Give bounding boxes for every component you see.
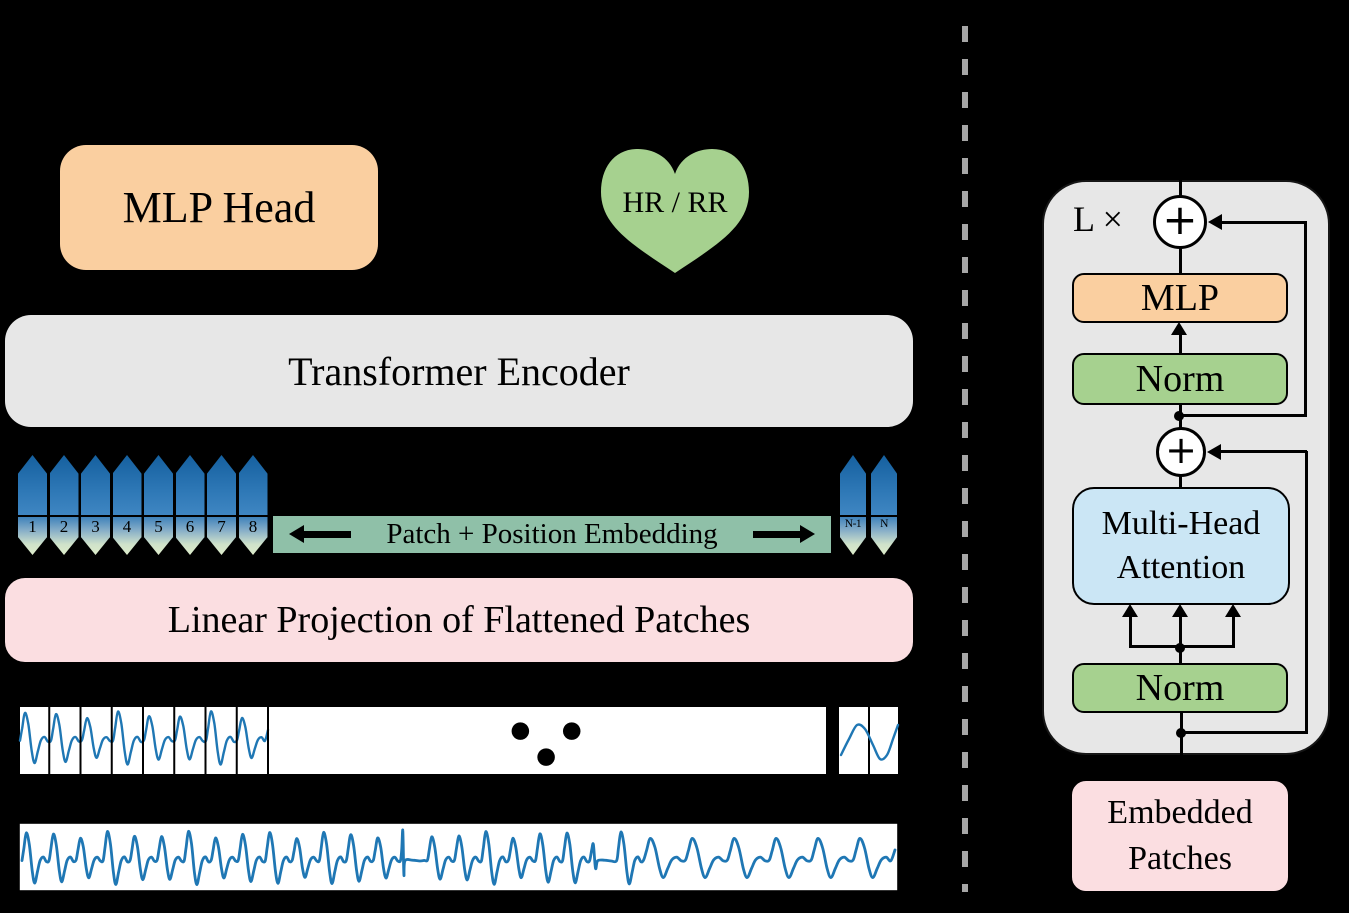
- patch-position-embedding-bar: Patch + Position Embedding: [273, 516, 831, 553]
- embedded-patches-box: Embedded Patches: [1070, 779, 1290, 893]
- patch-embedding-token: N-1: [840, 455, 866, 555]
- norm-box-lower: Norm: [1072, 663, 1288, 713]
- token-arrow-top: [112, 455, 142, 517]
- multi-head-attention-box: Multi-Head Attention: [1072, 487, 1290, 605]
- arrowhead-into-mha-right: [1225, 604, 1241, 617]
- token-index-label: 5: [154, 517, 163, 536]
- patch-embedding-token: 3: [81, 455, 110, 555]
- token-gradient-bottom: 7: [207, 517, 236, 555]
- arrowhead-into-plus2: [1207, 444, 1221, 460]
- token-gradient-bottom: 6: [175, 517, 205, 555]
- token-gradient-bottom: 3: [81, 517, 110, 555]
- token-arrow-top: [49, 455, 79, 517]
- right-arrow-icon: [753, 525, 815, 544]
- embedding-bar-label: Patch + Position Embedding: [386, 518, 718, 550]
- mha-branch-center: [1178, 617, 1182, 664]
- left-arrow-icon: [289, 525, 351, 544]
- token-arrow-top: [238, 455, 268, 517]
- patch-embedding-token: N: [871, 455, 897, 555]
- token-index-label: 4: [122, 517, 132, 536]
- norm-box-upper: Norm: [1072, 353, 1288, 405]
- patch-embedding-token: 1: [18, 455, 47, 555]
- token-index-label: N: [880, 518, 888, 530]
- residual2-arrow-shaft: [1221, 450, 1307, 453]
- mha-branch-left: [1128, 617, 1132, 647]
- patched-signal-strip: [18, 705, 900, 781]
- patch-embedding-token: 7: [207, 455, 236, 555]
- token-arrow-top: [144, 455, 173, 517]
- residual1-vertical: [1304, 221, 1307, 417]
- residual-add-circle-bottom: +: [1156, 427, 1206, 477]
- token-gradient-bottom: N-1: [840, 517, 866, 555]
- token-index-label: 2: [59, 517, 69, 536]
- heart-icon: [601, 149, 749, 273]
- token-index-label: N-1: [844, 518, 862, 530]
- wire-norm1-mlp: [1178, 335, 1182, 354]
- linear-projection-box: Linear Projection of Flattened Patches: [5, 578, 913, 662]
- token-arrow-top: [18, 455, 47, 517]
- arrowhead-into-mha-left: [1122, 604, 1138, 617]
- token-gradient-bottom: 5: [144, 517, 173, 555]
- token-gradient-bottom: 8: [238, 517, 268, 555]
- raw-signal-strip: [18, 822, 899, 897]
- token-index-label: 7: [217, 517, 226, 536]
- right-arrow-shaft: [753, 531, 802, 538]
- patched-signal-plot: [18, 705, 900, 776]
- token-arrow-top: [871, 455, 897, 517]
- loop-count-label: L ×: [1073, 199, 1123, 239]
- patch-embedding-token: 6: [175, 455, 205, 555]
- residual1-horizontal: [1179, 414, 1307, 417]
- residual1-arrow-shaft: [1222, 220, 1306, 224]
- junction-dot-2: [1175, 642, 1185, 653]
- token-gradient-bottom: 2: [49, 517, 79, 555]
- dashed-divider: [962, 26, 968, 892]
- patch-embedding-token: 8: [238, 455, 268, 555]
- arrowhead-into-mha-center: [1172, 604, 1188, 617]
- residual2-vertical: [1304, 451, 1308, 734]
- raw-signal-plot: [18, 822, 899, 892]
- token-gradient-bottom: 4: [112, 517, 142, 555]
- residual2-horizontal: [1180, 730, 1307, 734]
- ellipsis-dots: ● ● ●: [510, 717, 594, 769]
- heart-shape: [601, 149, 749, 273]
- mlp-head-box: MLP Head: [60, 145, 378, 270]
- wire-plus1-mlp: [1178, 248, 1182, 274]
- wire-top: [1178, 180, 1182, 196]
- token-gradient-bottom: 1: [18, 517, 47, 555]
- hr-rr-label: HR / RR: [622, 186, 728, 219]
- left-arrowhead: [289, 525, 304, 543]
- token-index-label: 3: [91, 517, 100, 536]
- residual-add-circle-top: +: [1153, 195, 1207, 249]
- token-index-label: 6: [185, 517, 195, 536]
- wire-embed-norm2: [1179, 712, 1183, 780]
- arrowhead-into-mlp: [1171, 322, 1187, 335]
- patch-embedding-token: 2: [49, 455, 79, 555]
- left-arrow-shaft: [302, 531, 351, 538]
- arrowhead-into-plus1: [1208, 214, 1222, 230]
- mha-branch-right: [1231, 617, 1235, 647]
- token-arrow-top: [207, 455, 236, 517]
- patch-embedding-token: 4: [112, 455, 142, 555]
- token-arrow-top: [840, 455, 866, 517]
- token-index-label: 8: [248, 517, 258, 536]
- token-index-label: 1: [28, 517, 37, 536]
- transformer-encoder-box: Transformer Encoder: [5, 315, 913, 427]
- wire-plus2-mha: [1179, 476, 1182, 489]
- patch-embedding-token: 5: [144, 455, 173, 555]
- mlp-box: MLP: [1072, 273, 1288, 323]
- token-gradient-bottom: N: [871, 517, 897, 555]
- token-arrow-top: [81, 455, 110, 517]
- token-arrow-top: [175, 455, 205, 517]
- right-arrowhead: [800, 525, 815, 543]
